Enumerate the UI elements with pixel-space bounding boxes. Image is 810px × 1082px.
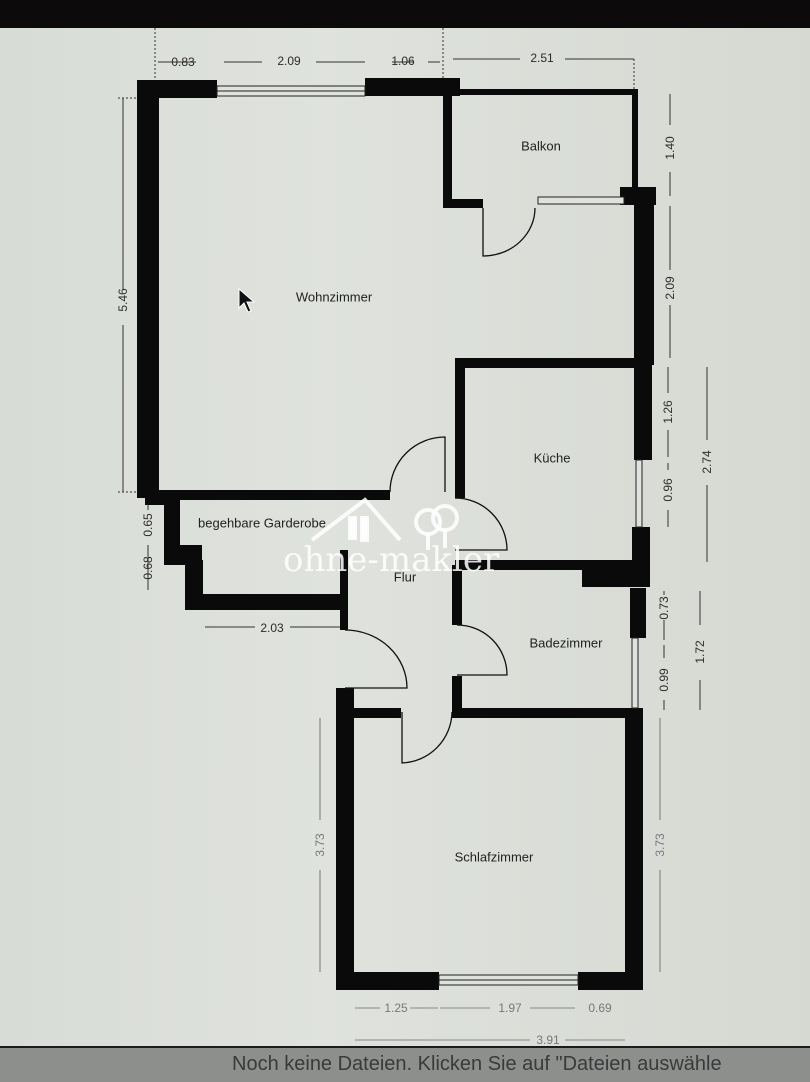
dimension-right-balkon: 1.40 (663, 136, 677, 160)
dimension-kueche-upper: 1.26 (661, 400, 675, 424)
mouse-cursor-icon (238, 288, 256, 313)
dimension-left-schlafzimmer: 3.73 (313, 833, 327, 857)
dimension-bad-window: 0.99 (657, 668, 671, 692)
dimension-top-3: 1.06 (391, 54, 415, 68)
dimension-garderobe-v2: 0.68 (141, 556, 155, 580)
room-label-flur: Flur (393, 569, 417, 585)
room-label-badezimmer: Badezimmer (529, 635, 603, 651)
dimension-bottom-3: 0.69 (588, 1001, 612, 1015)
monitor-bezel (0, 0, 810, 28)
dimension-left-wohnzimmer: 5.46 (116, 288, 130, 312)
watermark-logo: ohne-makler (283, 540, 500, 580)
room-label-wohnzimmer: Wohnzimmer (295, 289, 373, 305)
status-bar: Noch keine Dateien. Klicken Sie auf "Dat… (0, 1046, 810, 1082)
dimension-bottom-total: 3.91 (536, 1033, 560, 1047)
room-label-schlafzimmer: Schlafzimmer (454, 849, 534, 865)
dimension-kueche-total: 2.74 (700, 450, 714, 474)
dimension-top-4: 2.51 (530, 51, 554, 65)
upload-status-message: Noch keine Dateien. Klicken Sie auf "Dat… (232, 1053, 722, 1075)
dimension-right-wohnzimmer: 2.09 (663, 276, 677, 300)
room-label-kueche: Küche (533, 450, 571, 466)
room-label-balkon: Balkon (521, 138, 561, 154)
dimension-bottom-2: 1.97 (498, 1001, 522, 1015)
dimension-top-2: 2.09 (277, 54, 301, 68)
dimension-garderobe-width: 2.03 (260, 621, 284, 635)
dimension-bad-upper: 0.73 (657, 596, 671, 620)
dimension-right-schlafzimmer: 3.73 (653, 833, 667, 857)
dimension-kueche-window: 0.96 (661, 478, 675, 502)
floorplan-viewer (0, 28, 810, 1046)
dimension-garderobe-v1: 0.65 (141, 513, 155, 537)
dimension-bottom-1: 1.25 (384, 1001, 408, 1015)
dimension-top-1: 0.83 (171, 55, 195, 69)
room-label-garderobe: begehbare Garderobe (198, 515, 326, 531)
dimension-bad-total: 1.72 (693, 640, 707, 664)
